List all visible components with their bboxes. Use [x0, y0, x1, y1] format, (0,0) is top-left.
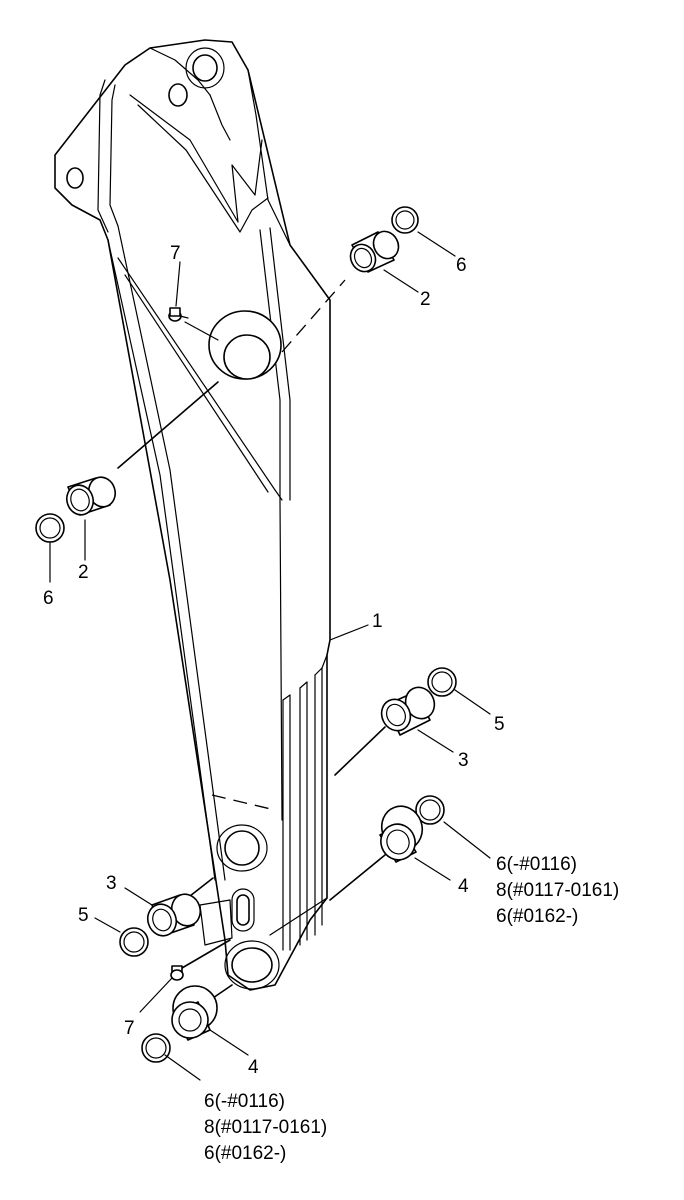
- callout-6-left: 6: [43, 588, 54, 609]
- ring-part-6-left: [35, 513, 65, 543]
- ring-part-6-right: [415, 795, 445, 825]
- callout-4-lower: 4: [248, 1057, 259, 1078]
- callout-4-right-note-1: 6(-#0116): [496, 854, 577, 875]
- callout-7-upper: 7: [170, 243, 181, 264]
- callout-5-left: 5: [78, 905, 89, 926]
- bushing-part-3-right: [380, 686, 436, 736]
- callout-4-right: 4: [458, 876, 469, 897]
- bushing-part-2-upper: [349, 230, 400, 273]
- callout-6-upper: 6: [456, 255, 467, 276]
- flanged-bushing-part-4-lower: [171, 985, 218, 1041]
- bushing-part-2-left: [65, 476, 117, 516]
- callout-4-right-note-3: 6(#0162-): [496, 906, 578, 927]
- arm-body: [54, 39, 331, 991]
- grease-fitting-part-7-lower: [170, 965, 184, 981]
- arm-holes: [66, 47, 282, 990]
- callout-2-upper: 2: [420, 289, 431, 310]
- callout-2-left: 2: [78, 562, 89, 583]
- callout-4-right-note-2: 8(#0117-0161): [496, 880, 619, 901]
- ring-part-5-left: [119, 927, 149, 957]
- ring-part-5-right: [427, 667, 457, 697]
- callout-4-lower-note-1: 6(-#0116): [204, 1091, 285, 1112]
- ring-part-6-upper: [391, 206, 419, 234]
- bushing-part-3-left: [146, 893, 202, 937]
- leader-lines: [49, 231, 491, 1081]
- callout-3-right: 3: [458, 750, 469, 771]
- callout-labels: 1 2 6 7 2 6 5 3 4 6(-#0116) 8(#0117-0161…: [43, 243, 619, 1164]
- callout-7-lower: 7: [124, 1018, 135, 1039]
- assembly-lines: [117, 279, 386, 1001]
- callout-4-lower-note-2: 8(#0117-0161): [204, 1117, 327, 1138]
- callout-4-lower-note-3: 6(#0162-): [204, 1143, 286, 1164]
- grease-fitting-part-7-upper: [168, 307, 219, 341]
- callout-5-right: 5: [494, 714, 505, 735]
- flanged-bushing-part-4-right: [379, 805, 424, 863]
- callout-1: 1: [372, 611, 383, 632]
- callout-3-left: 3: [106, 873, 117, 894]
- ring-part-6-lower: [141, 1033, 171, 1063]
